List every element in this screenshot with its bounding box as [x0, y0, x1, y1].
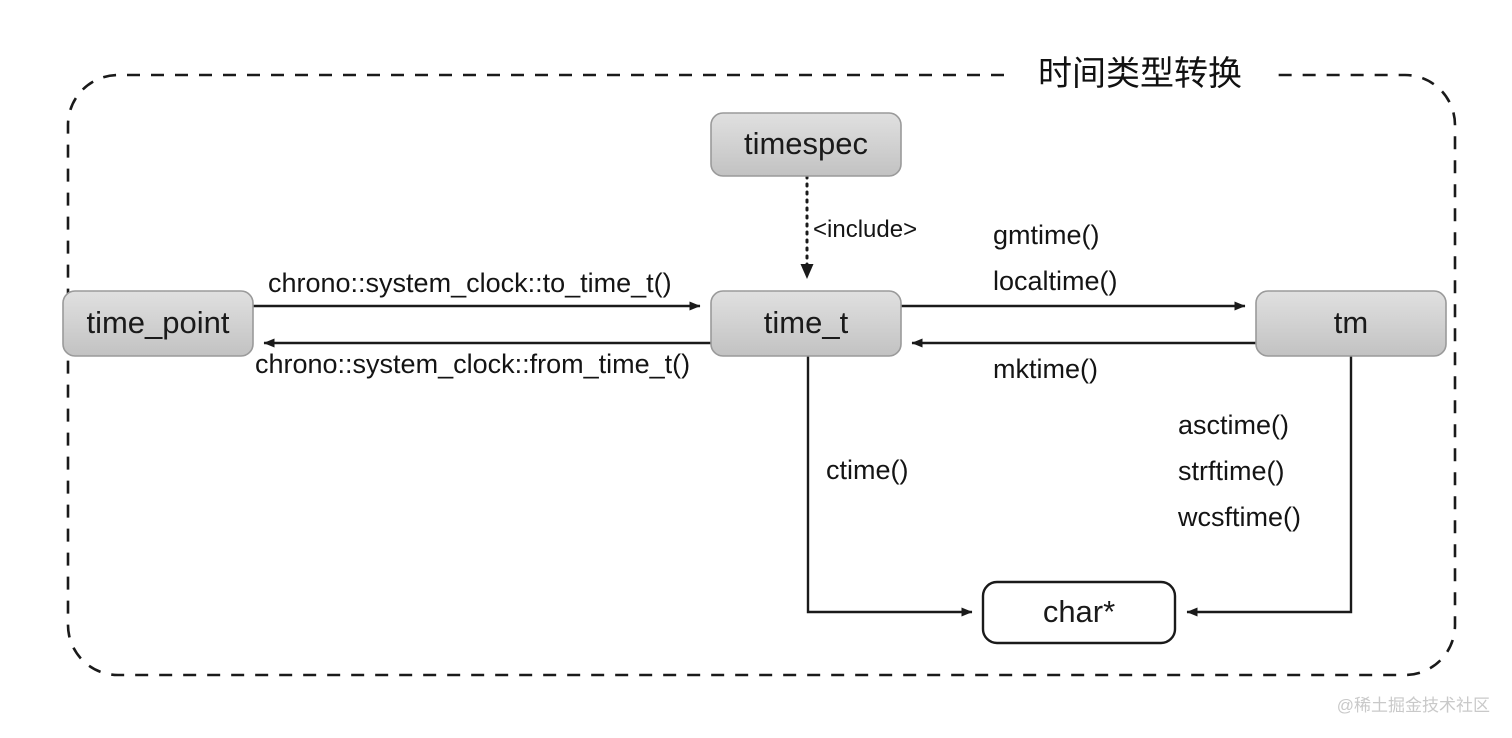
edge-asctime-line: [1186, 355, 1353, 617]
edge-label-wcsftime: wcsftime(): [1177, 502, 1301, 532]
node-time-point-box: [62, 290, 254, 357]
node-timespec-box: [710, 112, 902, 177]
node-char-ptr-label: char*: [1043, 594, 1115, 629]
node-timespec-label: timespec: [744, 126, 868, 161]
node-timespec[interactable]: timespec: [710, 112, 902, 177]
node-time-point[interactable]: time_point: [62, 290, 254, 357]
group-container-border: [66, 73, 1457, 677]
node-char-ptr[interactable]: char*: [981, 580, 1177, 645]
node-time-t[interactable]: time_t: [710, 290, 902, 357]
node-time-point-label: time_point: [86, 305, 229, 340]
edge-label-ctime: ctime(): [826, 455, 909, 485]
node-time-t-box: [710, 290, 902, 357]
edge-label-mktime: mktime(): [993, 354, 1098, 384]
edge-label-asctime: asctime(): [1178, 410, 1289, 440]
group-title: 时间类型转换: [1038, 55, 1242, 93]
edge-label-strftime: strftime(): [1178, 456, 1284, 486]
node-tm-label: tm: [1334, 305, 1368, 340]
watermark: @稀土掘金技术社区: [1337, 696, 1490, 715]
node-tm[interactable]: tm: [1255, 290, 1447, 357]
node-time-t-label: time_t: [764, 305, 849, 340]
edge-label-to-time-t: chrono::system_clock::to_time_t(): [268, 268, 672, 298]
edge-label-include: <include>: [813, 216, 917, 243]
node-tm-box: [1255, 290, 1447, 357]
edge-label-localtime: localtime(): [993, 266, 1118, 296]
node-char-ptr-box: [981, 580, 1177, 645]
edge-ctime-line: [806, 355, 973, 617]
edge-label-gmtime: gmtime(): [993, 220, 1100, 250]
edge-label-from-time-t: chrono::system_clock::from_time_t(): [255, 349, 690, 379]
